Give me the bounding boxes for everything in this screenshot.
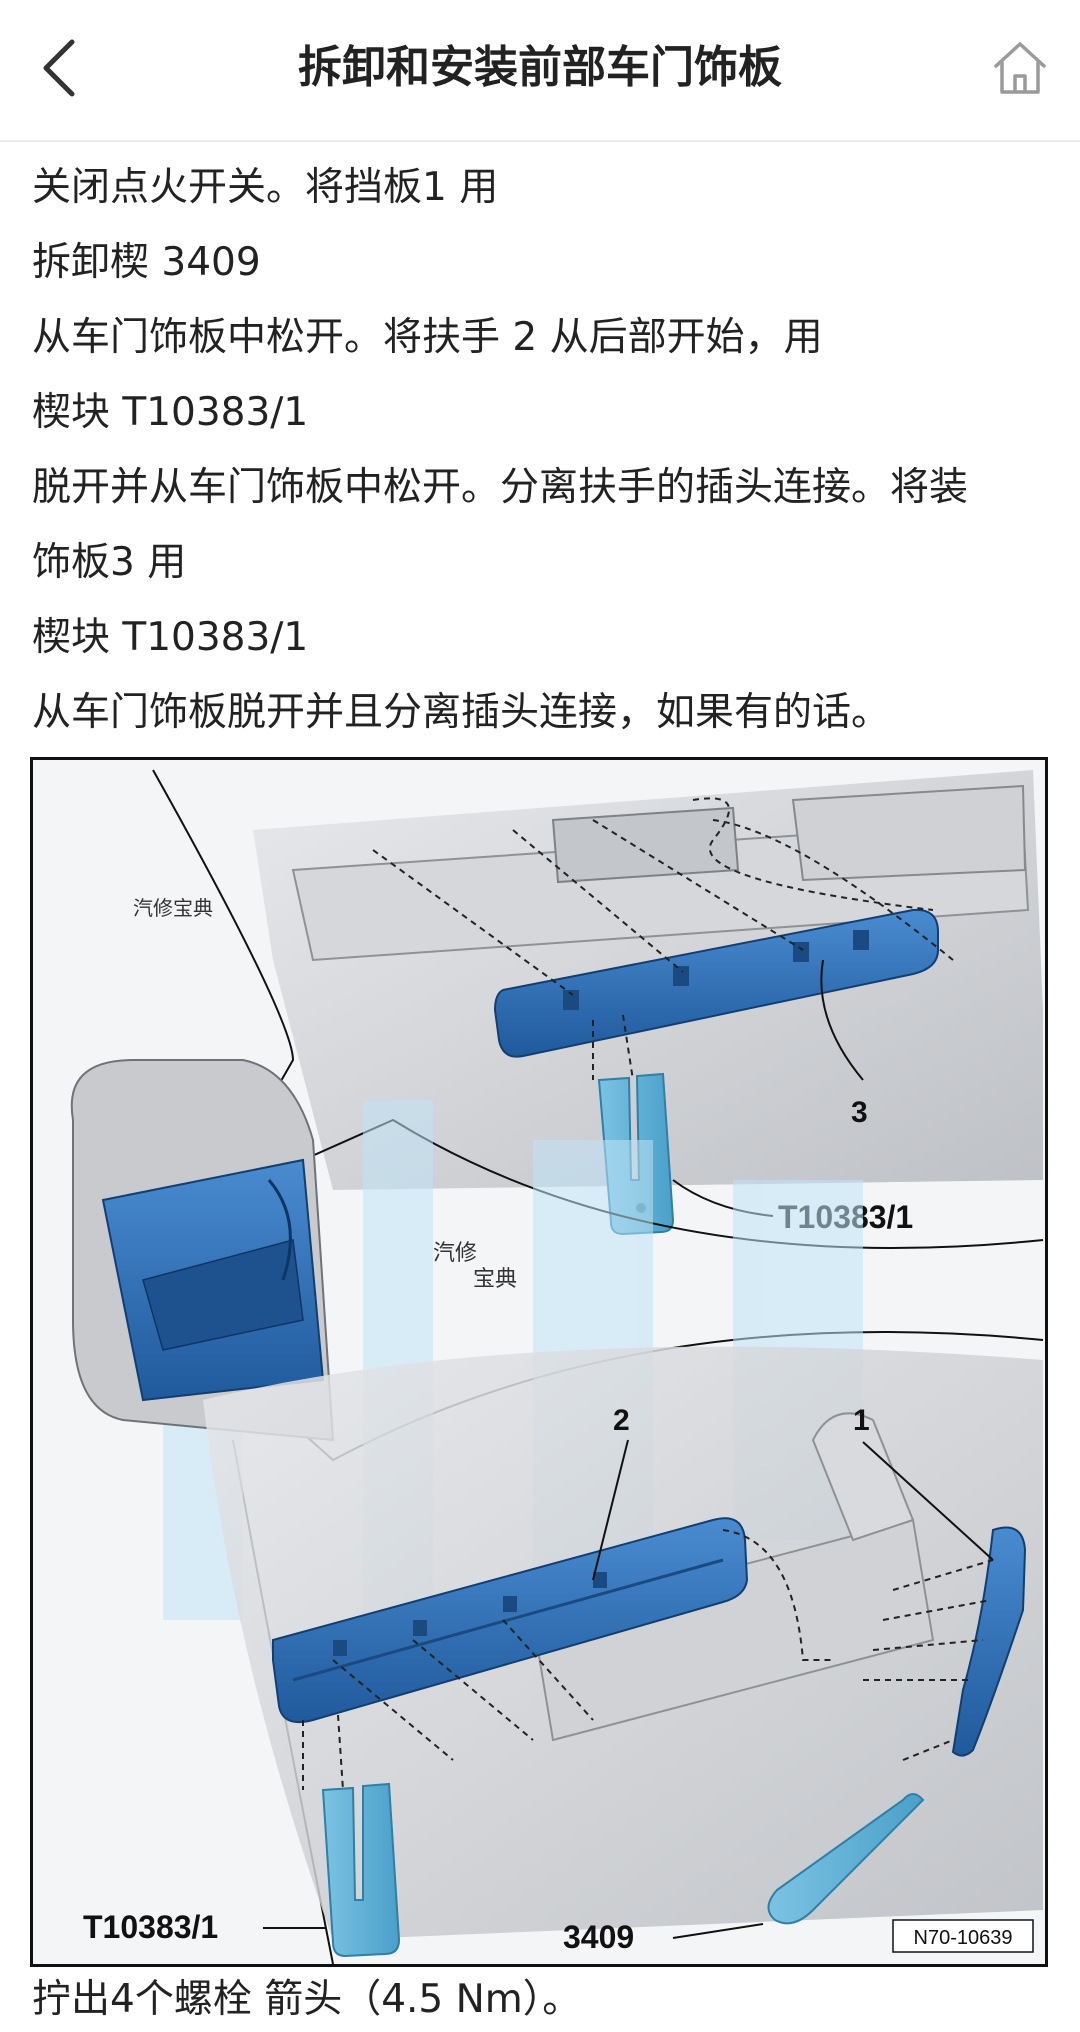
wedge-label: 3409 bbox=[563, 1919, 634, 1955]
door-trim-diagram[interactable]: 3 T10383/1 汽修宝典 汽修 bbox=[30, 757, 1048, 1967]
home-button[interactable] bbox=[982, 30, 1058, 106]
tool-label-bottom: T10383/1 bbox=[83, 1909, 218, 1945]
back-button[interactable] bbox=[22, 30, 98, 106]
wedge-3409 bbox=[767, 1793, 925, 1925]
instruction-line: 拆卸楔 3409 bbox=[32, 240, 261, 285]
instruction-line: 楔块 T10383/1 bbox=[32, 390, 309, 435]
trim-strip-3 bbox=[493, 908, 939, 1058]
instruction-line: 从车门饰板脱开并且分离插头连接，如果有的话。 bbox=[32, 690, 891, 735]
top-bar: 拆卸和安装前部车门饰板 bbox=[0, 0, 1080, 142]
instruction-text: 关闭点火开关。将挡板1 用 拆卸楔 3409 从车门饰板中松开。将扶手 2 从后… bbox=[32, 150, 1052, 750]
instruction-line-footer: 拧出4个螺栓 箭头（4.5 Nm）。 bbox=[32, 1977, 582, 2022]
chevron-left-icon bbox=[43, 39, 75, 97]
page-title: 拆卸和安装前部车门饰板 bbox=[298, 42, 782, 93]
home-icon bbox=[994, 42, 1046, 94]
callout-2: 2 bbox=[613, 1404, 630, 1437]
figure-code: N70-10639 bbox=[914, 1927, 1013, 1949]
cover-1 bbox=[951, 1526, 1027, 1757]
lower-door-panel bbox=[203, 1346, 1043, 1940]
instruction-line: 饰板3 用 bbox=[32, 540, 187, 585]
instruction-line: 关闭点火开关。将挡板1 用 bbox=[32, 165, 499, 210]
instruction-line: 脱开并从车门饰板中松开。分离扶手的插头连接。将装 bbox=[32, 465, 969, 510]
callout-3: 3 bbox=[851, 1096, 868, 1129]
watermark-label: 宝典 bbox=[473, 1267, 517, 1292]
instruction-line: 从车门饰板中松开。将扶手 2 从后部开始，用 bbox=[32, 315, 823, 360]
watermark-label: 汽修 bbox=[433, 1241, 477, 1266]
instruction-line: 楔块 T10383/1 bbox=[32, 615, 309, 660]
callout-1: 1 bbox=[853, 1404, 870, 1437]
door-overview bbox=[70, 1059, 335, 1442]
wedge-tool-bottom bbox=[321, 1782, 401, 1958]
watermark-label: 汽修宝典 bbox=[133, 896, 213, 920]
